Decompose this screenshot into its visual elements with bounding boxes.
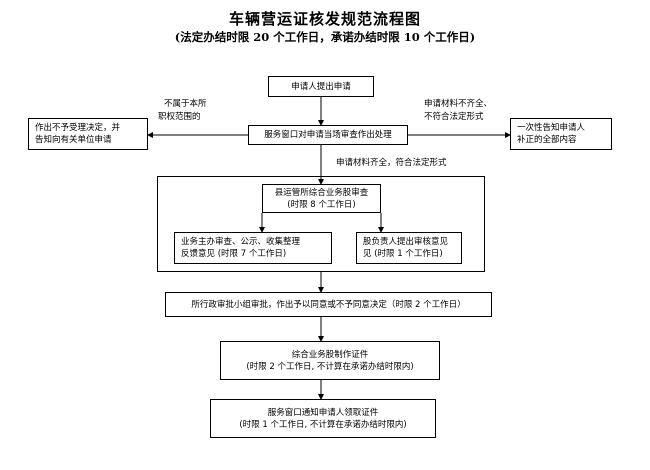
apply-text: 申请人提出申请 (291, 81, 351, 92)
issue-line-2: (时限 2 个工作日, 不计算在承诺办结时限内) (246, 361, 414, 372)
collect-line-1: 服务窗口通知申请人领取证件 (267, 407, 379, 418)
incomplete-line-1: 申请材料不齐全、 (424, 99, 493, 109)
window-review-text: 服务窗口对申请当场审查作出处理 (264, 130, 392, 140)
not-in-scope-line-1: 不属于本所 (164, 99, 207, 109)
review-group-frame (157, 176, 485, 272)
reject-line-1: 作出不予受理决定，并 (35, 123, 121, 133)
business-review-node: 业务主办审查、公示、收集整理 反馈意见 (时限 7 个工作日) (174, 232, 332, 264)
notify-line-2: 补正的全部内容 (517, 135, 577, 145)
issue-node: 综合业务股制作证件 (时限 2 个工作日, 不计算在承诺办结时限内) (220, 341, 440, 380)
not-in-scope-line-2: 职权范围的 (158, 112, 201, 122)
incomplete-line-2: 不符合法定形式 (424, 112, 484, 122)
page-title: 车辆营运证核发规范流程图 (228, 10, 421, 28)
window-review-node: 服务窗口对申请当场审查作出处理 (248, 125, 408, 145)
collect-line-2: (时限 1 个工作日, 不计算在承诺办结时限内) (239, 419, 407, 430)
apply-node: 申请人提出申请 (268, 76, 374, 97)
incomplete-label: 申请材料不齐全、 不符合法定形式 (424, 98, 492, 124)
review-line-2: (时限 8 个工作日) (287, 199, 356, 210)
leader-review-node: 股负责人提出审核意见 见 (时限 1 个工作日) (356, 232, 462, 264)
business-line-1: 业务主办审查、公示、收集整理 (181, 237, 301, 247)
complete-label: 申请材料齐全，符合法定形式 (336, 158, 447, 168)
leader-line-2: 见 (时限 1 个工作日) (363, 249, 443, 259)
collect-node: 服务窗口通知申请人领取证件 (时限 1 个工作日, 不计算在承诺办结时限内) (210, 399, 436, 438)
notify-node: 一次性告知申请人 补正的全部内容 (510, 118, 612, 150)
review-line-1: 县运管所综合业务股审查 (274, 187, 369, 198)
issue-line-1: 综合业务股制作证件 (291, 349, 369, 360)
business-line-2: 反馈意见 (时限 7 个工作日) (181, 249, 287, 259)
notify-line-1: 一次性告知申请人 (517, 123, 586, 133)
approve-text: 所行政审批小组审批，作出予以同意或不予同意决定（时限 2 个工作日） (191, 299, 466, 310)
leader-line-1: 股负责人提出审核意见 (363, 237, 449, 247)
reject-node: 作出不予受理决定，并 告知向有关单位申请 (28, 118, 148, 150)
review-node: 县运管所综合业务股审查 (时限 8 个工作日) (262, 184, 381, 213)
approve-node: 所行政审批小组审批，作出予以同意或不予同意决定（时限 2 个工作日） (165, 292, 492, 317)
reject-line-2: 告知向有关单位申请 (35, 135, 112, 145)
page-subtitle: (法定办结时限 20 个工作日，承诺办结时限 10 个工作日) (174, 30, 476, 44)
not-in-scope-label: 不属于本所 职权范围的 (158, 98, 207, 124)
